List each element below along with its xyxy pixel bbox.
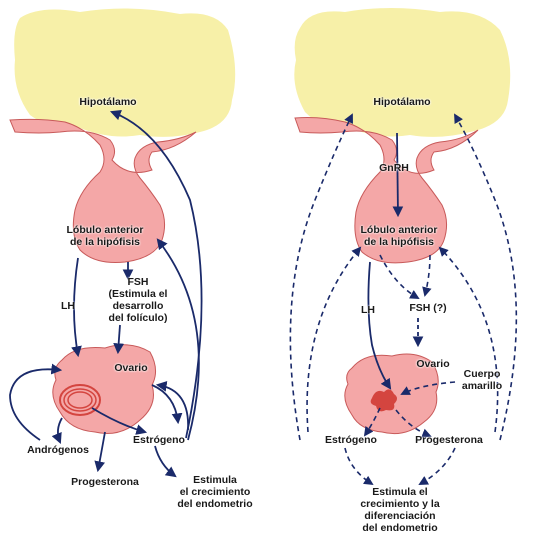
result-line4-right: del endometrio <box>362 522 438 534</box>
progesterone-label-right: Progesterona <box>415 434 483 446</box>
pituitary-label-right: Lóbulo anterior de la hipófisis <box>334 224 464 248</box>
lh-label-right: LH <box>361 304 375 316</box>
arrow-pituitary-fsh-right <box>379 254 420 299</box>
gnrh-label-right: GnRH <box>379 162 409 174</box>
arrow-lh-left <box>71 257 82 358</box>
arrow-corpus-label-right <box>400 381 456 395</box>
hypothalamus-label-left: Hipotálamo <box>79 96 137 108</box>
pituitary-label-left: Lóbulo anterior de la hipófisis <box>40 224 170 248</box>
fsh-line3-left: desarrollo <box>112 300 164 312</box>
fsh-line1-left: FSH <box>127 276 149 288</box>
arrow-estrogen-to-hypothalamus-right <box>289 113 353 441</box>
ovary-label-left: Ovario <box>114 362 148 374</box>
lh-label-left: LH <box>61 300 75 312</box>
hypothalamus-region-right <box>294 8 511 137</box>
arrows-left <box>9 109 203 478</box>
arrow-estrogen-to-ovary-left <box>155 381 189 431</box>
ovary-left <box>52 344 156 434</box>
pituitary-line1-left: Lóbulo anterior <box>66 224 144 236</box>
result-line3-right: diferenciación <box>364 510 436 522</box>
ovary-label-right: Ovario <box>416 358 450 370</box>
arrow-pituitary-fsh2-right <box>422 254 432 297</box>
arrow-progesterone-to-result-right <box>418 447 456 485</box>
dashed-arrows-right <box>289 113 518 486</box>
result-line2-right: crecimiento y la <box>360 498 440 510</box>
arrow-estrogen-to-hypothalamus-left <box>109 109 203 439</box>
pituitary-line2-left: de la hipófisis <box>69 236 140 248</box>
follicle-left <box>59 384 101 416</box>
result-line2-left: el crecimiento <box>179 486 251 498</box>
pituitary-line1-right: Lóbulo anterior <box>360 224 438 236</box>
estrogen-label-right: Estrógeno <box>325 434 377 446</box>
result-line1-right: Estimula el <box>372 486 428 498</box>
corpus-line2-right: amarillo <box>461 380 503 392</box>
arrow-estrogen-to-pituitary-left <box>156 238 200 441</box>
arrow-gnrh-right <box>392 132 404 218</box>
arrows-right <box>367 132 424 390</box>
androgens-label-left: Andrógenos <box>27 444 89 456</box>
arrow-lh-right <box>367 261 392 390</box>
arrow-ovary-to-androgens-left <box>51 417 63 444</box>
corpus-line1-right: Cuerpo <box>463 368 501 380</box>
arrow-progesterone-to-hypothalamus-right <box>454 113 518 441</box>
arrow-progesterone-to-pituitary-right <box>438 246 499 433</box>
fsh-label-right: FSH (?) <box>409 302 447 314</box>
arrow-corpus-to-progesterone-right <box>395 409 432 438</box>
arrow-to-progesterone-left <box>94 431 106 473</box>
hypothalamus-region-left <box>14 8 236 137</box>
corpus-luteum-label-right: Cuerpo amarillo <box>452 368 512 392</box>
estrogen-label-left: Estrógeno <box>133 434 185 446</box>
result-line3-left: del endometrio <box>177 498 253 510</box>
arrow-follicle-to-estrogen-left <box>91 407 148 435</box>
fsh-label-left: FSH (Estimula el desarrollo del folículo… <box>88 276 188 324</box>
fsh-line2-left: (Estimula el <box>108 288 168 300</box>
arrow-estrogen-to-pituitary-right <box>306 246 362 433</box>
arrow-corpus-to-estrogen-right <box>363 407 381 437</box>
arrow-fsh2-left <box>113 324 125 355</box>
fsh-line4-left: del folículo) <box>108 312 168 324</box>
corpus-luteum-right <box>370 389 397 412</box>
result-label-right: Estimula el crecimiento y la diferenciac… <box>340 486 460 534</box>
hypothalamus-label-right: Hipotálamo <box>373 96 431 108</box>
arrow-estrogen-to-result-right <box>344 447 374 486</box>
result-line1-left: Estimula <box>193 474 237 486</box>
pituitary-right <box>294 117 479 264</box>
progesterone-label-left: Progesterona <box>71 476 139 488</box>
arrow-ovary-right-left <box>151 384 183 425</box>
pituitary-left <box>9 118 197 263</box>
arrow-androgens-loop-left <box>9 363 63 441</box>
result-label-left: Estimula el crecimiento del endometrio <box>160 474 270 510</box>
pituitary-line2-right: de la hipófisis <box>363 236 434 248</box>
arrow-estrogen-to-result-left <box>154 445 177 478</box>
